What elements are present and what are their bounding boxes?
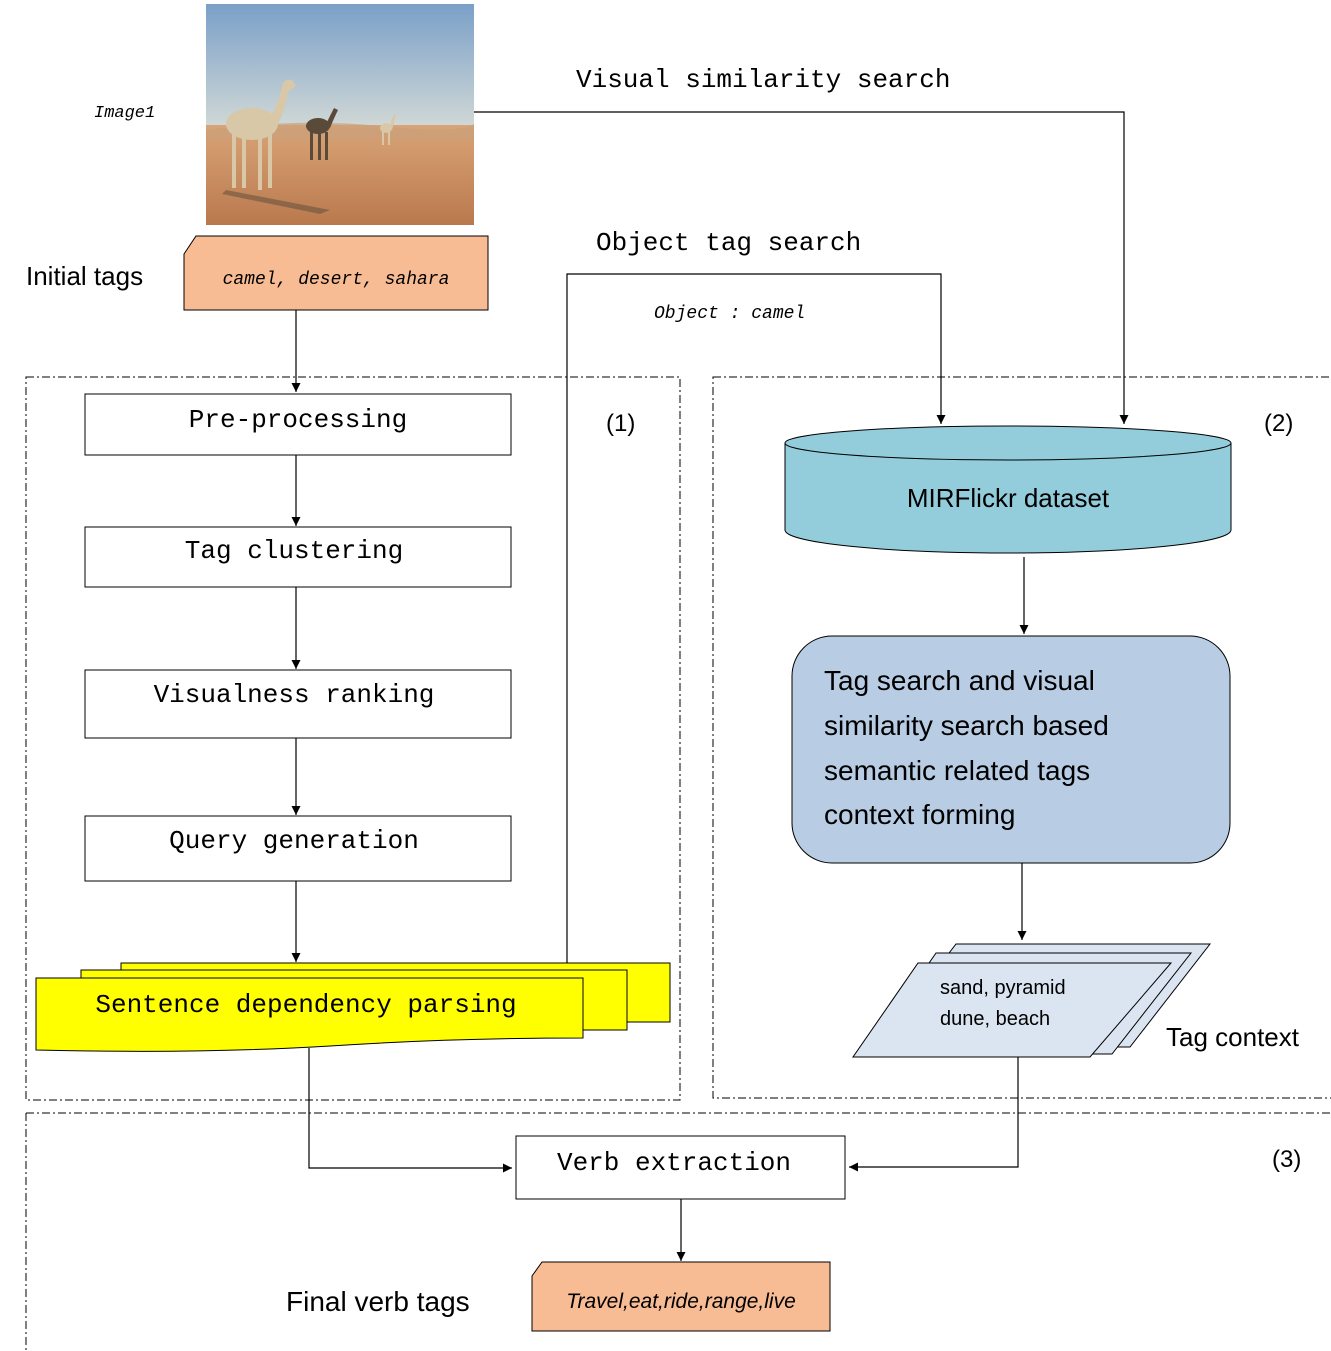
camel-large-icon (222, 79, 330, 214)
step-box-preprocessing (84, 393, 512, 456)
visual-similarity-arrow (474, 111, 1129, 424)
parsing-label: Sentence dependency parsing (95, 990, 516, 1020)
section-1-box (25, 376, 681, 1101)
process-line-2: similarity search based (824, 710, 1109, 741)
process-line-4: context forming (824, 799, 1015, 830)
dataset-label: MIRFlickr dataset (907, 483, 1110, 513)
section-2-box (712, 376, 1331, 1099)
image-label: Image1 (94, 104, 155, 123)
camel-small-icon (380, 114, 396, 145)
section-1-number: (1) (606, 410, 635, 437)
parsing-multidoc (35, 962, 671, 1052)
step-label-query-generation: Query generation (169, 826, 419, 856)
dataset-cylinder (784, 425, 1232, 554)
step-box-visualness-ranking (84, 669, 512, 739)
step-box-tag-clustering (84, 526, 512, 588)
object-tag-search-label: Object tag search (596, 228, 861, 258)
arrow-context-to-verb (849, 1057, 1019, 1172)
camel-medium-icon (306, 108, 338, 160)
verb-extraction-label: Verb extraction (557, 1148, 791, 1178)
step-label-preprocessing: Pre-processing (189, 405, 407, 435)
step-box-query-generation (84, 815, 512, 882)
process-line-1: Tag search and visual (824, 665, 1095, 696)
initial-tags-box (183, 235, 489, 311)
process-line-3: semantic related tags (824, 755, 1090, 786)
camel-photo (206, 4, 474, 225)
final-verb-tags-label: Final verb tags (286, 1286, 470, 1317)
tag-context-label: Tag context (1166, 1022, 1300, 1052)
arrow-parsing-to-verb (308, 1048, 512, 1173)
context-process-box (791, 635, 1231, 864)
step-label-visualness-ranking: Visualness ranking (154, 680, 435, 710)
tag-context-stack (852, 943, 1212, 1058)
visual-similarity-label: Visual similarity search (576, 65, 950, 95)
section-3-number: (3) (1272, 1146, 1301, 1173)
initial-tags-label: Initial tags (26, 261, 143, 291)
step-label-tag-clustering: Tag clustering (185, 536, 403, 566)
section-2-number: (2) (1264, 410, 1293, 437)
section-3-box (25, 1112, 1331, 1351)
tag-context-line-2: dune, beach (940, 1008, 1050, 1030)
object-camel-label: Object : camel (654, 304, 805, 324)
final-verb-tags-value: Travel,eat,ride,range,live (566, 1290, 796, 1313)
object-tag-search-arrow (566, 273, 946, 963)
tag-context-line-1: sand, pyramid (940, 977, 1066, 999)
initial-tags-value: camel, desert, sahara (223, 270, 450, 290)
verb-extraction-box (515, 1135, 846, 1200)
final-verb-tags-box (531, 1261, 831, 1332)
